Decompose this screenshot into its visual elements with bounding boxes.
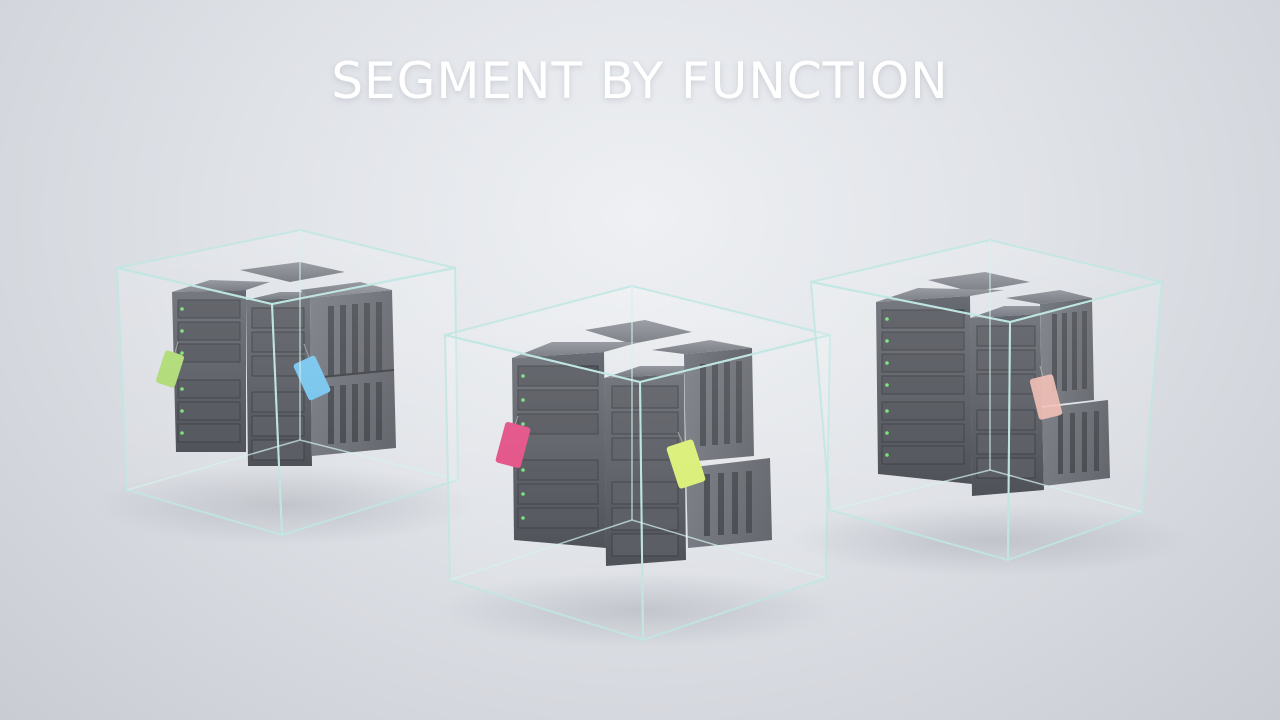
right-glass-enclosure	[790, 238, 1190, 576]
left-glass-enclosure	[95, 228, 475, 545]
page-title: SEGMENT BY FUNCTION	[331, 52, 949, 110]
center-glass-enclosure	[438, 284, 838, 648]
